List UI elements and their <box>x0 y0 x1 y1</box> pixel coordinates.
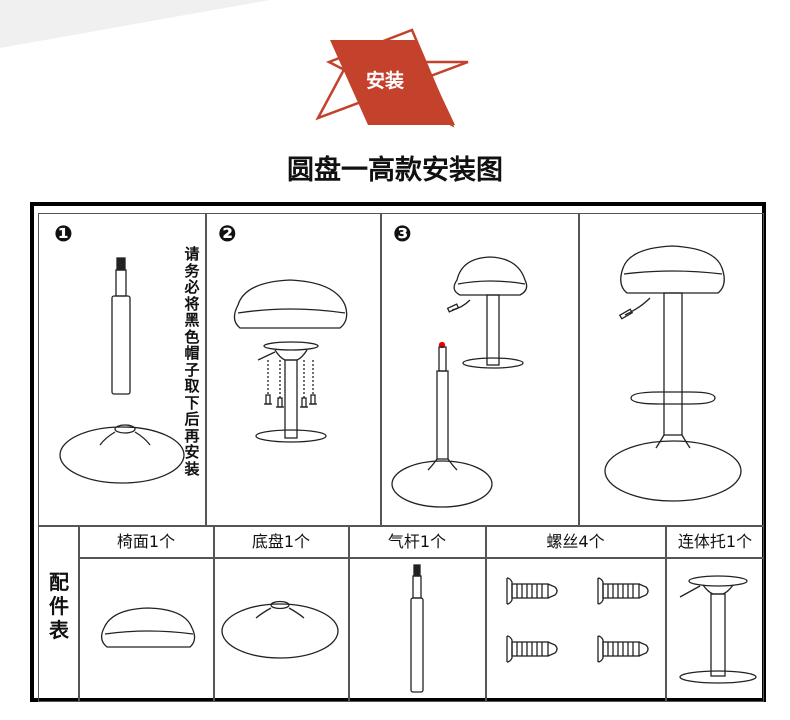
step-1-note: 请务必将黑色帽子取下后再安装 <box>184 245 200 478</box>
diagram-frame <box>30 202 766 702</box>
divider <box>485 525 487 702</box>
badge-label: 安装 <box>366 70 405 92</box>
divider <box>213 525 215 702</box>
divider <box>78 525 80 702</box>
gas-lift-on-base-icon <box>391 341 493 508</box>
step-1-number: ❶ <box>54 222 73 247</box>
screw-icons <box>264 360 317 408</box>
parts-table-label: 配件表 <box>49 570 69 642</box>
page-title: 圆盘一高款安装图 <box>287 155 503 186</box>
install-badge-icon <box>315 28 469 128</box>
step-2-number: ❷ <box>218 222 237 247</box>
part-gas-lift-icon <box>410 564 424 693</box>
part-label-base: 底盘1个 <box>251 532 311 551</box>
part-screws-icon <box>506 577 649 663</box>
divider <box>78 557 764 559</box>
part-label-screws: 螺丝4个 <box>546 532 605 551</box>
step-3-number: ❸ <box>393 222 412 247</box>
part-label-gas-lift: 气杆1个 <box>387 532 447 551</box>
divider <box>578 213 580 525</box>
footrest-column-icon <box>255 341 327 443</box>
part-footrest-column-icon <box>679 575 757 684</box>
assembled-stool-icon <box>604 245 742 502</box>
divider <box>348 525 350 702</box>
background-wedge <box>0 0 270 48</box>
divider <box>665 525 667 702</box>
part-label-seat: 椅面1个 <box>116 532 176 551</box>
divider <box>380 213 382 525</box>
seat-with-footrest-icon <box>446 256 528 369</box>
part-seat-icon <box>100 607 196 648</box>
base-disc-icon <box>59 424 185 484</box>
divider <box>38 525 764 527</box>
gas-lift-icon <box>111 257 131 395</box>
diagram-inner-frame <box>38 213 764 702</box>
divider <box>205 213 207 525</box>
seat-icon <box>233 279 348 329</box>
part-label-footrest: 连体托1个 <box>677 532 753 551</box>
part-base-icon <box>221 600 339 659</box>
